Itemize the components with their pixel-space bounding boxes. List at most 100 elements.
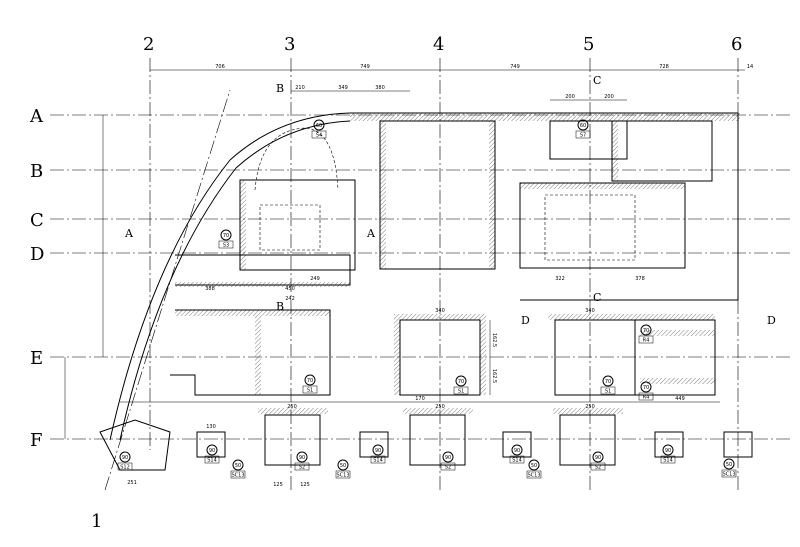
pile-diameter-label: 60	[580, 123, 586, 129]
pile-diameter-label: 90	[665, 448, 671, 454]
pile-diameter-circle	[640, 381, 652, 393]
cap-tag-label: S2	[299, 465, 305, 471]
section-a-right: A	[366, 227, 376, 240]
dim-322: 322	[555, 276, 565, 282]
dim-cap-width: 250	[287, 404, 297, 410]
dim-cap-half-height-top: 162.5	[491, 333, 497, 347]
dim-cap-half-height-bottom: 162.5	[491, 369, 497, 383]
section-b-bottom: B	[276, 300, 284, 313]
cap-tag-label: S14	[373, 458, 383, 464]
axis-number-labels: 2 3 4 5 6	[143, 34, 742, 55]
section-c-bottom: C	[593, 291, 601, 304]
cap-tag-box	[294, 462, 310, 471]
axis-letter-labels: A B C D E F 1	[29, 106, 102, 532]
cap-tag-box	[526, 470, 542, 479]
dim-2-3: 706	[215, 64, 225, 70]
axis-label-e: E	[30, 348, 43, 369]
cap-tag-label: SC13	[722, 472, 735, 478]
cap-tag-box	[600, 386, 616, 395]
dim-242: 242	[285, 296, 295, 302]
curved-boundary	[109, 112, 351, 441]
cap-tag-box	[370, 455, 386, 464]
pile-diameter-circle	[220, 229, 232, 241]
cap-tag-box	[638, 335, 654, 344]
cap-tag-box	[302, 385, 318, 394]
dim-6-edge: 14	[747, 64, 753, 70]
pile-diameter-circle	[455, 375, 467, 387]
axis-label-1: 1	[91, 511, 102, 532]
dim-small-cap: 130	[206, 424, 216, 430]
pile-diameter-circle	[232, 459, 244, 471]
pile-diameter-circle	[119, 451, 131, 463]
cap-tag-label: R4	[643, 338, 650, 344]
axis-label-c: C	[30, 210, 44, 231]
section-markers: B B C C A A D D	[124, 74, 776, 327]
top-dimension-chain: 706 749 749 728 14 210 349 380 200 200	[64, 64, 753, 439]
cap-tag-label: S1	[458, 389, 464, 395]
pile-diameter-circle	[337, 459, 349, 471]
cap-tag-label: SC13	[527, 473, 540, 479]
cap-tag-box	[638, 392, 654, 401]
dim-cap-width-2: 250	[435, 404, 445, 410]
axis-label-d: D	[30, 244, 44, 265]
pile-diameter-label: 90	[595, 455, 601, 461]
section-d-right: D	[767, 314, 776, 327]
cap-tag-box	[117, 462, 133, 471]
pile-diameter-circle	[206, 444, 218, 456]
axis-label-a: A	[29, 106, 44, 127]
pile-diameter-label: 70	[643, 328, 649, 334]
pile-diameter-label: 70	[605, 379, 611, 385]
dim-249: 249	[310, 276, 320, 282]
dim-251: 251	[127, 480, 137, 486]
dim-3-4: 749	[360, 64, 370, 70]
cap-tag-box	[575, 130, 591, 139]
dim-4-5: 749	[510, 64, 520, 70]
dim-cap-340: 340	[435, 308, 445, 314]
cap-tag-label: S3	[223, 243, 229, 249]
section-c-top: C	[593, 74, 601, 87]
pile-diameter-circle	[528, 459, 540, 471]
dim-cap-340-2: 340	[585, 308, 595, 314]
pile-diameter-label: 60	[316, 123, 322, 129]
cap-tag-box	[204, 455, 220, 464]
pile-diameter-circle	[296, 451, 308, 463]
cap-tag-label: S2	[595, 465, 601, 471]
cap-tag-label: S2	[445, 465, 451, 471]
cap-tag-box	[660, 455, 676, 464]
cap-tag-box	[440, 462, 456, 471]
pile-diameter-circle	[313, 119, 325, 131]
cap-tag-label: S4	[316, 133, 322, 139]
dim-388: 388	[205, 286, 215, 292]
pile-diameter-label: 70	[307, 378, 313, 384]
pile-diameter-circle	[723, 458, 735, 470]
dim-sub-3: 380	[375, 85, 385, 91]
dim-cap-half-right: 125	[300, 482, 310, 488]
axis-label-2: 2	[143, 34, 154, 55]
cap-tag-label: S1	[605, 389, 611, 395]
pile-diameter-circle	[592, 451, 604, 463]
pile-diameter-circle	[511, 444, 523, 456]
pile-diameter-circle	[640, 324, 652, 336]
pile-diameter-label: 90	[209, 448, 215, 454]
pile-diameter-label: 50	[235, 463, 241, 469]
dim-sub-5: 200	[604, 94, 614, 100]
axis-label-f: F	[30, 430, 43, 451]
cap-tag-label: R4	[643, 395, 650, 401]
cap-tag-box	[721, 469, 737, 478]
dim-cap-width-3: 250	[585, 404, 595, 410]
